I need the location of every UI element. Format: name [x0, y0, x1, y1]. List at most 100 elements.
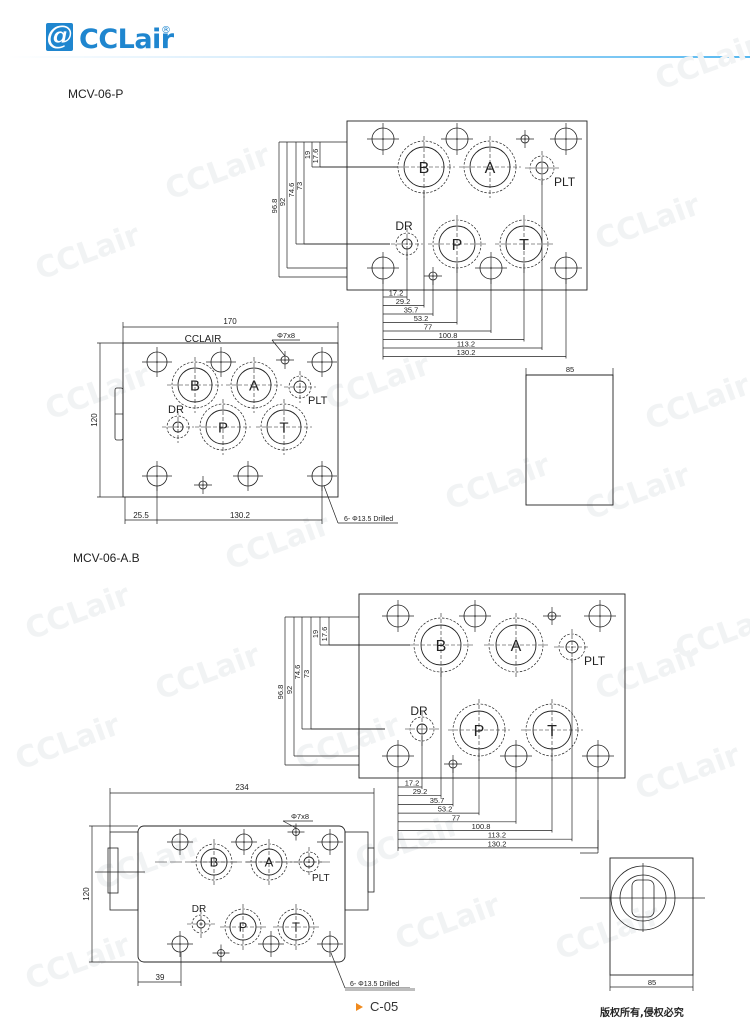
- mounting-hole: [382, 600, 414, 632]
- port-label: B: [436, 638, 447, 655]
- port-a: A: [459, 136, 521, 198]
- watermark-logo: CCLair: [591, 187, 705, 257]
- registered-mark: ®: [161, 25, 171, 36]
- hole-center: [524, 138, 526, 140]
- dimension-label: 19: [311, 630, 320, 638]
- drawing-title: MCV-06-A.B: [73, 551, 140, 565]
- port-center: [421, 728, 423, 730]
- watermark-logo: CCLair: [291, 707, 405, 777]
- port-dashed-ring: [277, 908, 315, 946]
- port-label: P: [218, 419, 228, 436]
- watermark-logo: CCLair: [21, 577, 135, 647]
- port-center: [308, 861, 310, 863]
- port-label: B: [210, 855, 219, 870]
- dimension-label: 92: [285, 686, 294, 694]
- watermark-logo: CCLair: [631, 737, 745, 807]
- port-label: T: [279, 419, 288, 436]
- hole-center: [565, 267, 567, 269]
- port-p: P: [428, 215, 486, 273]
- watermark-logo: CCLair: [21, 927, 135, 997]
- dimension-label: 170: [223, 317, 237, 326]
- watermark-logo: CCLair: [11, 707, 125, 777]
- port-b: B: [167, 357, 223, 413]
- hole-center: [202, 484, 204, 486]
- port-label: T: [547, 723, 557, 740]
- hole-center: [295, 831, 297, 833]
- mounting-hole: [317, 931, 343, 957]
- mounting-hole: [194, 476, 212, 494]
- dimension-label: 17.2: [389, 289, 404, 298]
- dimension-label: 85: [566, 365, 574, 374]
- hole-center: [490, 267, 492, 269]
- port-b: B: [409, 613, 473, 677]
- hole-center: [321, 475, 323, 477]
- side-view-2: 85: [580, 820, 705, 991]
- line: [282, 820, 297, 829]
- dimension-label: 17.2: [405, 779, 420, 788]
- watermark-logo: CCLair: [391, 887, 505, 957]
- dimension-label: 74.6: [293, 665, 302, 680]
- hole-center: [382, 138, 384, 140]
- dimension-label: 113.2: [488, 831, 506, 840]
- pin-label: Φ7x8: [277, 331, 295, 340]
- port-dashed-ring: [488, 617, 544, 673]
- pin-label: Φ7x8: [291, 812, 309, 821]
- header-divider: [8, 56, 750, 58]
- manifold-body: [358, 593, 626, 779]
- dimension-label: 96.8: [270, 199, 279, 214]
- watermark-logo: CCLair: [551, 897, 665, 967]
- port-p: P: [220, 904, 266, 950]
- port-label: A: [249, 377, 259, 394]
- port-label: P: [474, 723, 485, 740]
- dimension-label: 130.2: [457, 348, 476, 357]
- port-dashed-ring: [191, 914, 211, 934]
- port-dr: [405, 712, 439, 746]
- dimension-label: 92: [278, 198, 287, 206]
- mounting-hole: [584, 600, 616, 632]
- hole-center: [565, 138, 567, 140]
- left-end-cap: [109, 831, 139, 911]
- mounting-hole: [317, 829, 343, 855]
- port-label: A: [485, 160, 496, 177]
- hole-center: [515, 755, 517, 757]
- mounting-hole: [459, 600, 491, 632]
- port-dr: [187, 910, 215, 938]
- port-dashed-ring: [529, 155, 555, 181]
- port-center: [177, 426, 179, 428]
- hole-center: [321, 361, 323, 363]
- hole-center: [397, 615, 399, 617]
- port-p: P: [195, 399, 251, 455]
- dimension-label: 74.6: [287, 183, 296, 198]
- port-plt: [294, 847, 324, 877]
- watermark-logo: CCLair: [31, 217, 145, 287]
- port-label: B: [190, 377, 200, 394]
- dimension-label: 85: [648, 978, 656, 987]
- port-center: [200, 923, 202, 925]
- port-dashed-ring: [224, 908, 262, 946]
- dimension-label: 100.8: [439, 331, 458, 340]
- mounting-hole: [582, 740, 614, 772]
- holes-note: 6- Φ13.5 Drilled: [344, 516, 393, 523]
- mounting-hole: [543, 607, 561, 625]
- arrow-right-icon: [356, 1003, 363, 1011]
- dimension-label: 120: [90, 413, 99, 427]
- port-plt: [525, 151, 559, 185]
- dimension-label: 25.5: [133, 511, 149, 520]
- port-b: B: [191, 839, 237, 885]
- header: @ CCLair ®: [0, 0, 750, 60]
- port-dashed-ring: [409, 716, 435, 742]
- hole-center: [456, 138, 458, 140]
- hole-center: [243, 841, 245, 843]
- logo-icon: @: [46, 21, 73, 51]
- mounting-hole: [516, 130, 534, 148]
- port-dr-label: DR: [395, 219, 413, 233]
- port-center: [571, 646, 573, 648]
- watermark-logo: CCLair: [151, 637, 265, 707]
- hole-center: [220, 361, 222, 363]
- right-bolt: [367, 847, 375, 893]
- hole-center: [284, 359, 286, 361]
- mounting-hole: [382, 740, 414, 772]
